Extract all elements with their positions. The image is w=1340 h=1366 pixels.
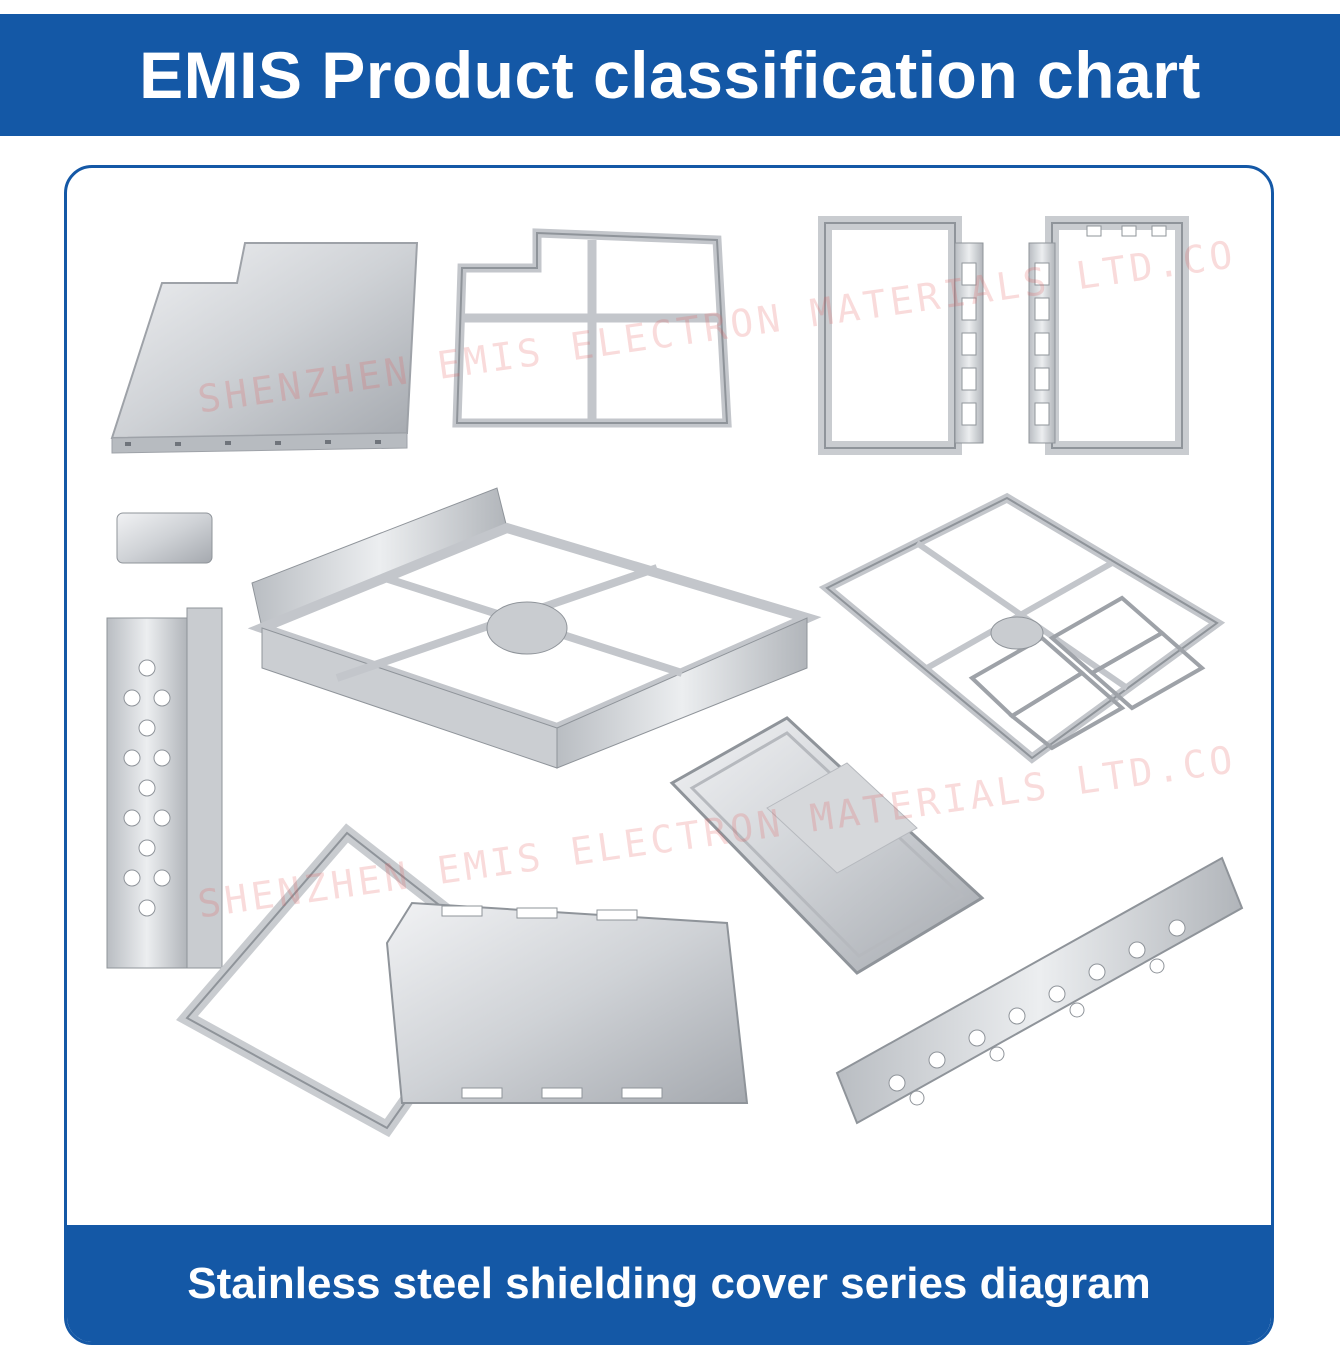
product-tall-frame-b: [1028, 216, 1189, 455]
product-open-box-frame: [247, 487, 822, 769]
product-compartment-frame: [818, 492, 1226, 764]
caption-text: Stainless steel shielding cover series d…: [187, 1258, 1151, 1308]
page-title: EMIS Product classification chart: [139, 38, 1201, 112]
product-gallery-frame: SHENZHEN EMIS ELECTRON MATERIALS LTD.CO …: [64, 165, 1274, 1345]
product-perforated-bracket: [106, 512, 223, 969]
product-illustrations: [106, 216, 1244, 1138]
product-shallow-tray: [669, 716, 985, 975]
caption-banner: Stainless steel shielding cover series d…: [67, 1225, 1271, 1342]
product-flat-shield-plate: [110, 242, 419, 454]
product-gallery: SHENZHEN EMIS ELECTRON MATERIALS LTD.CO …: [67, 168, 1271, 1228]
product-four-cell-frame: [452, 228, 732, 428]
product-perforated-strip: [835, 856, 1244, 1125]
product-two-piece-can: [176, 823, 749, 1138]
product-tall-frame-a: [818, 216, 984, 455]
header-banner: EMIS Product classification chart: [0, 14, 1340, 136]
